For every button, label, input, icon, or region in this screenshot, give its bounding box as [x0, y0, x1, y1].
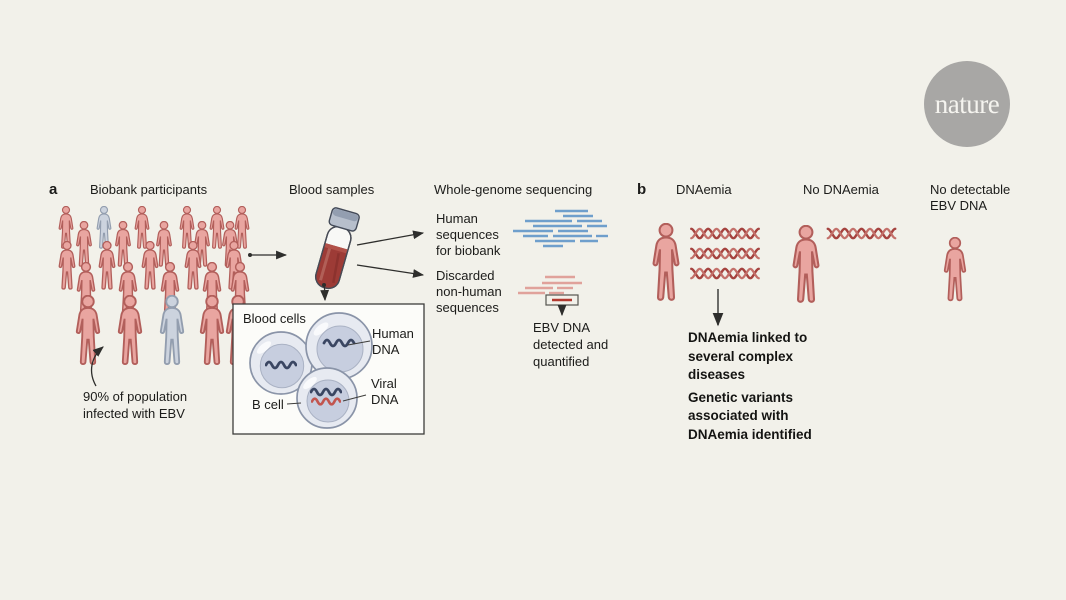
col-no-dnaemia-title: No DNAemia [803, 182, 879, 197]
panel-b-label: b [637, 181, 647, 198]
person-icon-pink [199, 295, 225, 366]
human-dna-label: Human DNA [372, 326, 414, 357]
wgs-title: Whole-genome sequencing [434, 182, 593, 197]
findings-block: DNAemia linked to several complex diseas… [688, 329, 848, 448]
human-reads-cluster [513, 209, 608, 248]
population-note-arrow [90, 346, 104, 387]
biobank-crowd [58, 206, 251, 366]
person-icon-pink [652, 223, 680, 301]
blood-cell-human-dna-icon [305, 312, 373, 380]
person-icon-pink [209, 206, 225, 249]
viral-dna-leader-line [342, 394, 367, 402]
b-cell-icon [296, 367, 358, 429]
person-icon-pink [75, 295, 101, 366]
person-icon-pink [58, 241, 76, 290]
blood-cells-box [232, 303, 425, 435]
person-icon-pink [156, 221, 172, 267]
person-icon-pink [115, 221, 131, 267]
b-cell-label: B cell [252, 397, 284, 412]
blood-cells-title: Blood cells [243, 311, 306, 326]
ebv-detected-label: EBV DNA detected and quantified [533, 320, 609, 369]
human-sequences-label: Human sequences for biobank [436, 211, 501, 258]
dna-helices [689, 227, 897, 280]
finding-genetic-variants: Genetic variants associated with DNAemia… [688, 389, 812, 442]
population-note: 90% of population infected with EBV [83, 389, 188, 422]
nature-logo-text: nature [935, 89, 1000, 119]
blood-samples-title: Blood samples [289, 182, 375, 197]
col-no-detectable-title: No detectable EBV DNA [930, 182, 1011, 213]
person-icon-pink [792, 225, 820, 303]
panel-a-label: a [49, 181, 58, 198]
participants-title: Biobank participants [90, 182, 208, 197]
discarded-sequences-label: Discarded non-human sequences [436, 268, 502, 315]
dna-helix-icon [689, 267, 761, 280]
person-icon-pink [76, 221, 92, 267]
viral-dna-label: Viral DNA [371, 376, 399, 407]
highlighted-read-box [545, 294, 579, 306]
person-icon-gray [159, 295, 185, 366]
person-icon-pink [943, 237, 967, 302]
nonhuman-reads-cluster [518, 275, 582, 306]
dna-helix-icon [826, 227, 897, 240]
person-icon-pink [134, 206, 150, 249]
finding-dnaemia-diseases: DNAemia linked to several complex diseas… [688, 330, 808, 382]
person-icon-pink [117, 295, 143, 366]
dna-helix-icon [689, 227, 761, 240]
tube-to-cells-arrow [320, 283, 330, 302]
crowd-to-tube-arrow [248, 250, 288, 260]
human-dna-leader-line [347, 340, 371, 346]
b-cell-leader-line [286, 402, 302, 405]
nature-logo-circle [924, 61, 1010, 147]
tube-to-discarded-seq-arrow [356, 264, 425, 278]
col-dnaemia-title: DNAemia [676, 182, 732, 197]
tube-to-human-seq-arrow [356, 230, 425, 246]
blood-tube-icon [313, 207, 360, 291]
dna-helix-icon [689, 247, 761, 260]
panel-b-figures [652, 223, 967, 303]
nature-logo: nature [924, 61, 1010, 147]
